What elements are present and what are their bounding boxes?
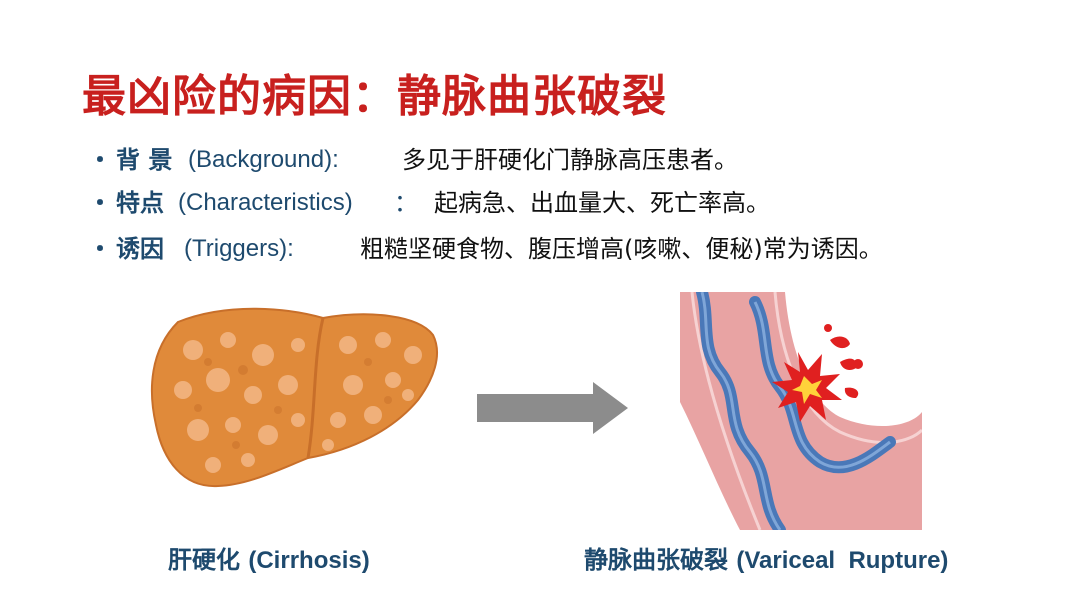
liver-caption: 肝硬化 (Cirrhosis) <box>168 540 370 575</box>
cirrhotic-liver-illustration <box>151 307 438 488</box>
bullet-colon: ： <box>394 189 418 217</box>
bullet-marker: ・ <box>88 235 112 263</box>
bullet-label: 诱因 <box>116 235 164 263</box>
bullet-label-en: (Triggers): <box>184 235 294 262</box>
bullet-label: 特点 <box>116 189 164 217</box>
ruptured-esophageal-varix-illustration <box>680 292 922 530</box>
page-title: 最凶险的病因：静脉曲张破裂 <box>82 71 667 122</box>
varix-caption: 静脉曲张破裂 (Variceal Rupture) <box>584 540 948 575</box>
bullet-label-en: (Characteristics) <box>178 189 353 216</box>
bullet-label-en: (Background): <box>188 146 339 173</box>
bullet-text: 粗糙坚硬食物、腹压增高(咳嗽、便秘)常为诱因。 <box>360 235 883 263</box>
varix-caption-cn: 静脉曲张破裂 <box>584 546 728 574</box>
bullet-text: 多见于肝硬化门静脉高压患者。 <box>402 146 738 174</box>
liver-caption-cn: 肝硬化 <box>168 546 240 574</box>
bullet-marker: ・ <box>88 146 112 174</box>
right-arrow-icon <box>477 382 628 434</box>
varix-caption-en: (Variceal Rupture) <box>736 547 949 574</box>
bullet-label: 背 景 <box>116 146 173 174</box>
bullet-text: 起病急、出血量大、死亡率高。 <box>434 189 770 217</box>
liver-caption-en: (Cirrhosis) <box>248 547 370 574</box>
bullet-marker: ・ <box>88 189 112 217</box>
